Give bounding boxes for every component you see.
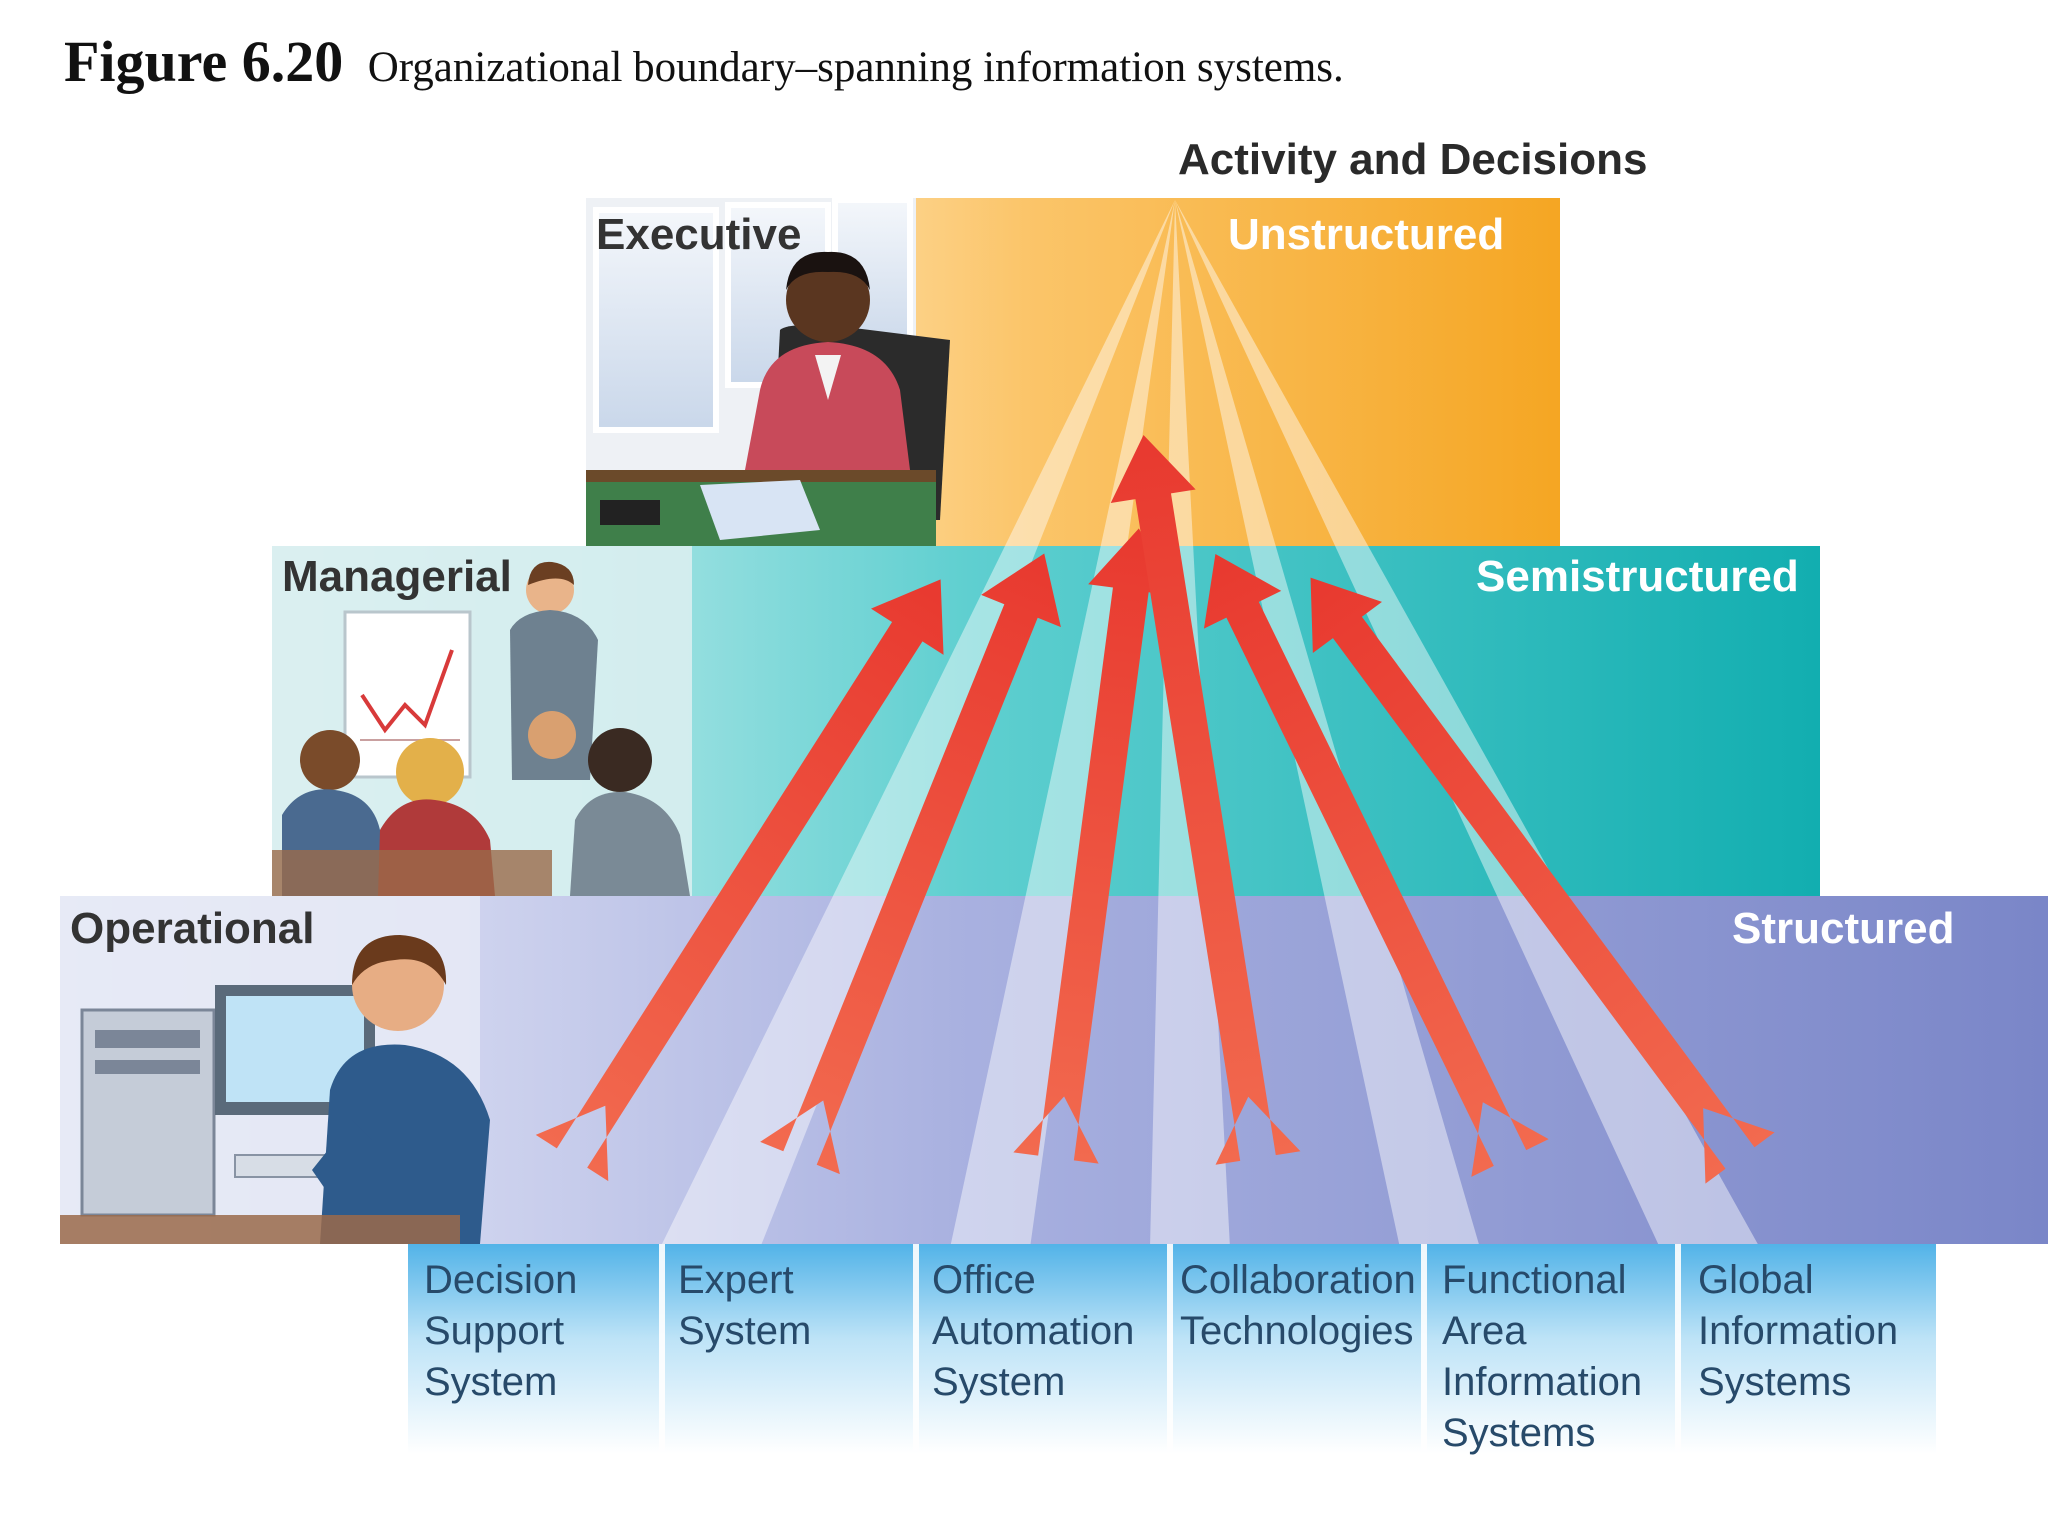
executive-illustration bbox=[586, 197, 950, 546]
decision-type-semistructured: Semistructured bbox=[1476, 552, 1799, 601]
figure-title: Organizational boundary–spanning informa… bbox=[367, 44, 1344, 91]
arrow-office-automation bbox=[1013, 528, 1174, 1164]
system-functional-area: Functional Area Information Systems bbox=[1442, 1258, 1643, 1455]
level-label-executive: Executive bbox=[596, 210, 802, 259]
decision-type-unstructured: Unstructured bbox=[1228, 210, 1505, 259]
system-office-automation: Office Automation System bbox=[932, 1258, 1135, 1404]
managerial-illustration bbox=[272, 546, 692, 896]
system-global-information: Global Information Systems bbox=[1698, 1258, 1899, 1404]
activity-decisions-title: Activity and Decisions bbox=[1178, 135, 1648, 184]
arrow-expert-system bbox=[760, 553, 1061, 1175]
system-collaboration: Collaboration Technologies bbox=[1180, 1258, 1416, 1353]
figure-caption: Figure 6.20 Organizational boundary–span… bbox=[64, 28, 1344, 95]
boundary-arrows bbox=[535, 435, 1775, 1184]
system-expert: Expert System bbox=[678, 1258, 812, 1353]
level-label-managerial: Managerial bbox=[282, 552, 512, 601]
arrow-decision-support bbox=[535, 579, 944, 1182]
decision-type-structured: Structured bbox=[1732, 904, 1955, 953]
arrow-functional-area bbox=[1203, 554, 1549, 1177]
figure-number: Figure 6.20 bbox=[64, 29, 344, 94]
arrow-global-information bbox=[1310, 577, 1775, 1184]
arrow-collaboration bbox=[1110, 435, 1301, 1165]
system-decision-support: Decision Support System bbox=[424, 1258, 578, 1404]
executive-head bbox=[786, 258, 870, 342]
operational-illustration bbox=[60, 896, 490, 1244]
level-label-operational: Operational bbox=[70, 904, 315, 953]
